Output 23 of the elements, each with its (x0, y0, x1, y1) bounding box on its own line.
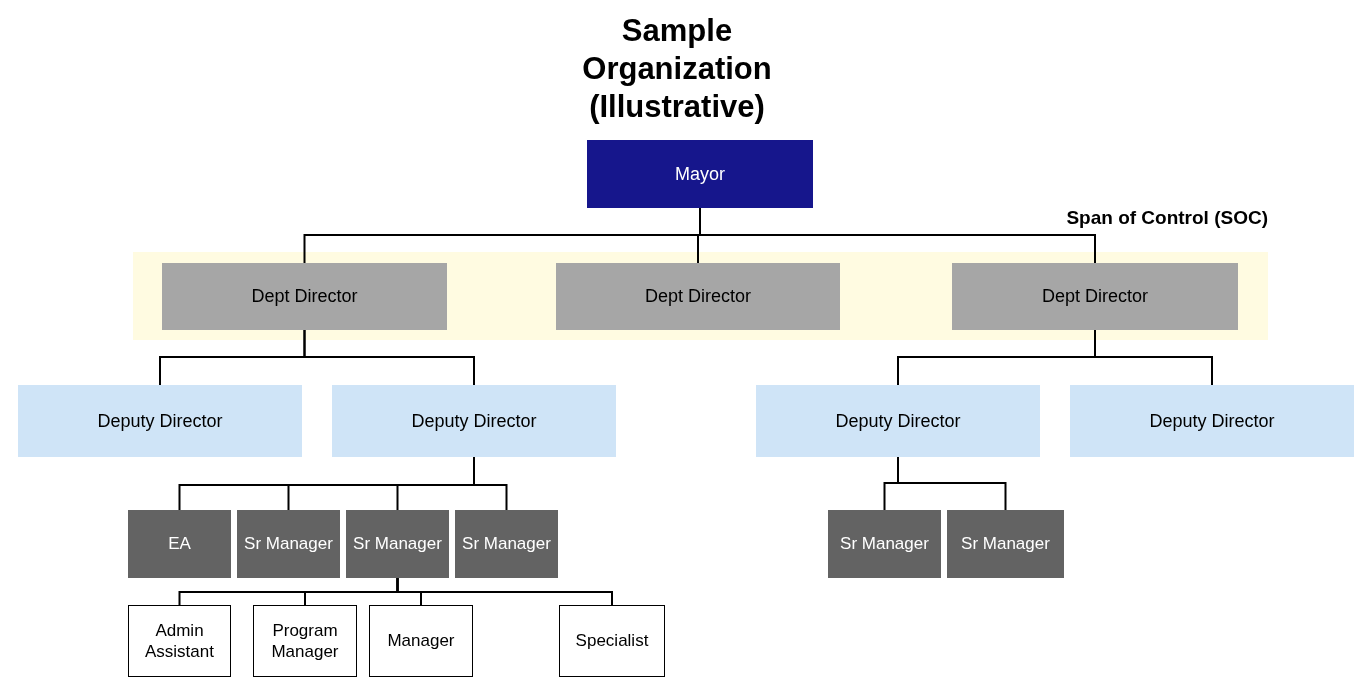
role-box: Deputy Director (332, 385, 616, 457)
role-box: Admin Assistant (128, 605, 231, 677)
connector-line (473, 456, 508, 511)
band-heading: Span of Control (SOC) (1066, 206, 1268, 230)
role-box: Dept Director (162, 263, 447, 330)
connector-line (396, 577, 613, 606)
role-box: Manager (369, 605, 473, 677)
role-box: Sr Manager (455, 510, 558, 578)
connector-line (303, 329, 475, 386)
role-box: Dept Director (556, 263, 840, 330)
role-box: Sr Manager (947, 510, 1064, 578)
role-box: Deputy Director (18, 385, 302, 457)
role-box: EA (128, 510, 231, 578)
role-box: Sr Manager (346, 510, 449, 578)
role-box: Dept Director (952, 263, 1238, 330)
role-box: Deputy Director (1070, 385, 1354, 457)
diagram-title: Sample Organization (Illustrative) (581, 12, 773, 126)
role-box: Sr Manager (828, 510, 941, 578)
role-box: Sr Manager (237, 510, 340, 578)
role-box: Specialist (559, 605, 665, 677)
top-role-box: Mayor (587, 140, 813, 208)
role-box: Program Manager (253, 605, 357, 677)
role-box: Deputy Director (756, 385, 1040, 457)
